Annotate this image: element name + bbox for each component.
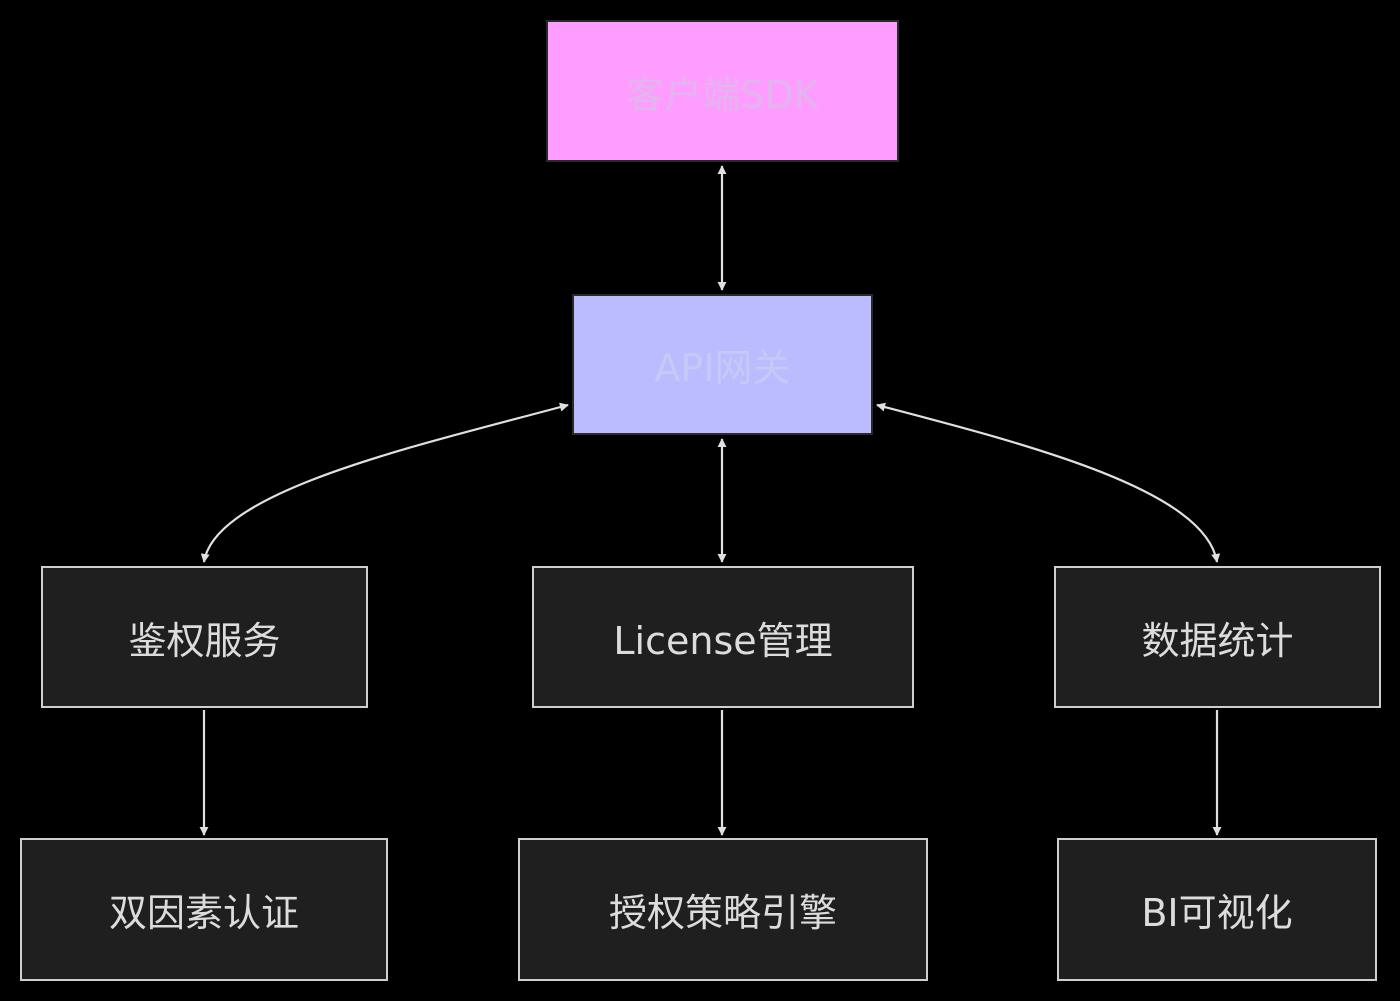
node-label: 数据统计 (1141, 618, 1294, 663)
node-policy-engine[interactable]: 授权策略引擎 (518, 838, 928, 981)
node-label: API网关 (654, 346, 791, 390)
node-auth-service[interactable]: 鉴权服务 (41, 566, 368, 708)
node-two-factor-auth[interactable]: 双因素认证 (20, 838, 388, 981)
node-license-management[interactable]: License管理 (532, 566, 914, 708)
node-label: BI可视化 (1141, 891, 1293, 935)
edge-gateway-auth (200, 402, 569, 563)
node-label: 客户端SDK (626, 72, 819, 117)
node-label: License管理 (613, 618, 833, 663)
node-client-sdk[interactable]: 客户端SDK (546, 20, 899, 162)
node-label: 双因素认证 (108, 891, 299, 935)
node-label: 鉴权服务 (128, 618, 281, 663)
node-bi-visualization[interactable]: BI可视化 (1057, 838, 1377, 981)
node-data-statistics[interactable]: 数据统计 (1054, 566, 1381, 708)
node-api-gateway[interactable]: API网关 (572, 294, 873, 435)
edge-gateway-stats (876, 402, 1221, 563)
node-label: 授权策略引擎 (608, 891, 837, 935)
